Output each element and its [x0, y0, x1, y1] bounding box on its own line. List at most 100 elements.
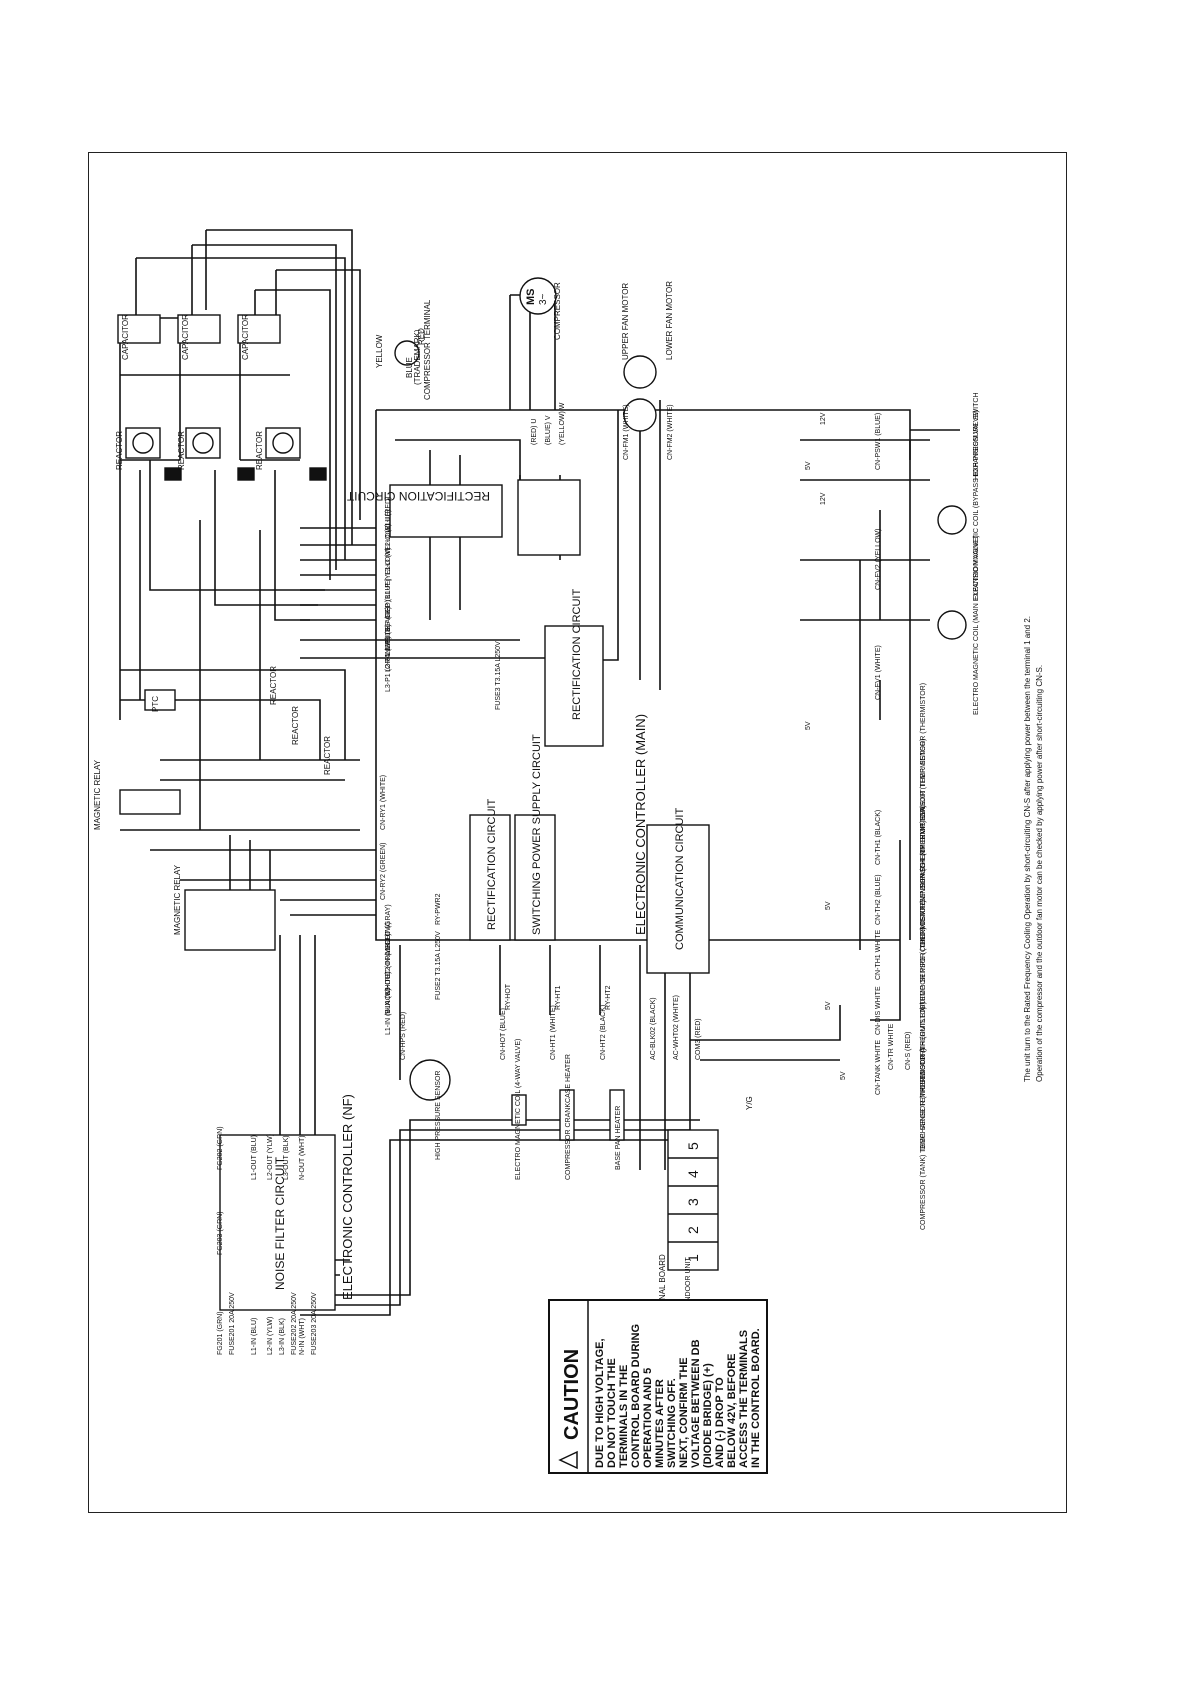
- voltage-label-4: 5V: [805, 721, 812, 730]
- caution-line-3: TERMINALS IN THE: [618, 1365, 630, 1468]
- nf-ground-1: FG201 (GRN): [217, 1311, 224, 1355]
- noise-filter-box: [219, 1134, 336, 1311]
- reactor-label-1: REACTOR: [115, 431, 124, 470]
- caution-line-9: VOLTAGE BETWEEN DB: [690, 1339, 702, 1468]
- load-label-1: HIGH PRESSURE SENSOR: [435, 1071, 442, 1160]
- voltage-label-6: 5V: [825, 1001, 832, 1010]
- voltage-label-2: 5V: [805, 461, 812, 470]
- nf-input-3: L3-IN (BLK): [279, 1318, 286, 1355]
- capacitor-label-2: CAPACITOR: [181, 314, 190, 360]
- terminal-number-1: 1: [685, 1254, 701, 1262]
- caution-title: CAUTION: [561, 1349, 583, 1440]
- terminal-number-3: 3: [685, 1198, 701, 1206]
- warning-triangle-icon: [558, 1450, 578, 1470]
- voltage-label-7: 5V: [840, 1071, 847, 1080]
- nf-ground-3: FG202 (GRN): [217, 1126, 224, 1170]
- voltage-label-3: 12V: [820, 492, 827, 505]
- nf-wire-terminal-5: L1-IN (BLACK): [385, 988, 392, 1035]
- nf-fuse-2: FUSE202 20A 250V: [291, 1292, 298, 1355]
- compressor-symbol-ms: MS: [525, 289, 537, 306]
- nf-ground-2: FG203 (GRN): [217, 1211, 224, 1255]
- four-way-valve-coil: [511, 1094, 527, 1126]
- caution-line-10: (DIODE BRIDGE) (+): [702, 1363, 714, 1468]
- upper-fan-motor-label: UPPER FAN MOTOR: [621, 283, 630, 360]
- relay-connector-2: CN-RY2 (GREEN): [380, 843, 387, 900]
- terminal-number-2: 2: [685, 1226, 701, 1234]
- reactor-1-coil-icon: [132, 432, 154, 454]
- main-controller-label: ELECTRONIC CONTROLLER (MAIN): [633, 714, 648, 935]
- caution-line-7: SWITCHING OFF.: [666, 1378, 678, 1468]
- sensor-label-1: EVA EXIT TEMP. SENSOR (THERMISTOR): [920, 683, 927, 820]
- caution-line-13: ACCESS THE TERMINALS: [738, 1330, 750, 1468]
- cn-s-label: CN-S (RED): [905, 1032, 912, 1071]
- compressor-motor-icon: [519, 277, 557, 315]
- high-pressure-switch-label: HIGH PRESSURE SWITCH: [973, 392, 980, 480]
- caution-line-1: DUE TO HIGH VOLTAGE,: [594, 1338, 606, 1468]
- high-pressure-sensor-icon: [409, 1059, 451, 1101]
- sensor-connector-3: CN-TH1 WHITE: [875, 930, 882, 980]
- lower-connector-1: CN-HPS (RED): [400, 1012, 407, 1060]
- terminal-red: RED: [417, 328, 426, 345]
- relay-hot-label: RY-HOT: [505, 983, 512, 1010]
- terminal-main-3: L3-O (YELLOW): [385, 524, 392, 575]
- switching-power-label: SWITCHING POWER SUPPLY CIRCUIT: [531, 734, 543, 935]
- lower-connector-5: AC-BLK02 (BLACK): [650, 997, 657, 1060]
- coil-label-1: ELECTRO MAGNETIC COIL (BYPASS EXPANSION …: [973, 410, 980, 600]
- nf-fuse-3: FUSE203 20A 250V: [311, 1292, 318, 1355]
- magnetic-relay-2: [184, 889, 276, 951]
- nf-wire-terminal-4: N-IN (WHITE): [385, 971, 392, 1015]
- caution-line-2: DO NOT TOUCH THE: [606, 1358, 618, 1468]
- relay-connector-3: RY-PWR2: [435, 893, 442, 925]
- coil-label-2: ELECTRO MAGNETIC COIL (MAIN EXPANSION VA…: [973, 535, 980, 715]
- reactor-label-2: REACTOR: [177, 431, 186, 470]
- compressor-symbol-phase: 3~: [538, 293, 549, 305]
- lower-fan-motor-icon: [623, 398, 657, 432]
- reactor-mid-label-1: REACTOR: [269, 666, 278, 705]
- magnetic-relay-2-label: MAGNETIC RELAY: [173, 864, 182, 935]
- inverter-terminal-v: (BLUE) V: [545, 415, 552, 445]
- terminal-board-label: TERMINAL BOARD: [658, 1254, 667, 1325]
- coil-connector-1: CN-EV2 (YELLOW): [875, 529, 882, 590]
- sensor-label-2: BYPASS EXIT TEMP. SENSOR (THERMISTOR): [920, 739, 927, 890]
- terminal-main-1: L1-I (RED): [385, 497, 392, 530]
- compressor-terminal-icon: [394, 340, 420, 366]
- cn-tr-label: CN-TR WHITE: [888, 1023, 895, 1070]
- lower-connector-6: AC-WHT02 (WHITE): [673, 995, 680, 1060]
- sensor-label-5: OUTDOOR AIR (OUTLET) TEMP. SENSOR (THERM…: [920, 900, 927, 1090]
- compressor-label: COMPRESSOR: [553, 282, 562, 340]
- terminal-main-5: L2-P (BLUE): [385, 578, 392, 618]
- nf-wire-terminal-3: L3-OUT (ORANGE): [385, 933, 392, 995]
- ptc-element: [144, 689, 176, 711]
- voltage-label-5: 5V: [825, 901, 832, 910]
- sensor-connector-4: CN-DIS WHITE: [875, 986, 882, 1035]
- lower-connector-7: COM3 (RED): [695, 1018, 702, 1060]
- terminal-main-8: L2-P1 (WHITE): [385, 624, 392, 672]
- nf-input-2: L2-IN (YLW): [267, 1317, 274, 1355]
- sensor-connector-1: CN-TH1 (BLACK): [875, 810, 882, 865]
- lower-connector-4: CN-HT2 (BLACK): [600, 1005, 607, 1060]
- sensor-label-6: DISCHARGE TEMP. SENSOR (THERMISTOR): [920, 1002, 927, 1150]
- reactor-3-coil-icon: [272, 432, 294, 454]
- to-indoor-label: TO INDOOR UNIT: [685, 1256, 692, 1315]
- terminal-main-7: L1-P1 (BLACK): [385, 607, 392, 655]
- switching-power-box: [514, 814, 556, 941]
- nf-output-4: N-OUT (WHT): [299, 1135, 306, 1180]
- sensor-label-7: COMPRESSOR (TANK) TEMP. SENSOR (THERMIST…: [920, 1048, 927, 1230]
- nf-wire-terminal-1: L1-OUT (GRAY): [385, 904, 392, 955]
- cn-psw-label: CN-PSW1 (BLUE): [875, 413, 882, 470]
- main-valve-coil-icon: [937, 610, 967, 640]
- terminal-number-5: 5: [685, 1142, 701, 1150]
- sensor-connector-5: CN-TANK WHITE: [875, 1040, 882, 1095]
- load-label-4: BASE PAN HEATER: [615, 1106, 622, 1170]
- terminal-block-1: [164, 467, 182, 481]
- nf-output-3: L3-OUT (BLK): [283, 1135, 290, 1180]
- fuse-top-label: FUSE3 T3.15A L250V: [495, 641, 502, 710]
- nf-controller-label: ELECTRONIC CONTROLLER (NF): [340, 1094, 355, 1300]
- nf-input-4: N-IN (WHT): [299, 1318, 306, 1355]
- capacitor-label-3: CAPACITOR: [241, 314, 250, 360]
- caution-line-4: CONTROL BOARD DURING: [630, 1324, 642, 1468]
- note-line-2: Operation of the compressor and the outd…: [1035, 665, 1044, 1082]
- terminal-main-2: L2-O (BLUE): [385, 510, 392, 550]
- inverter-terminal-w: (YELLOW) W: [559, 402, 566, 445]
